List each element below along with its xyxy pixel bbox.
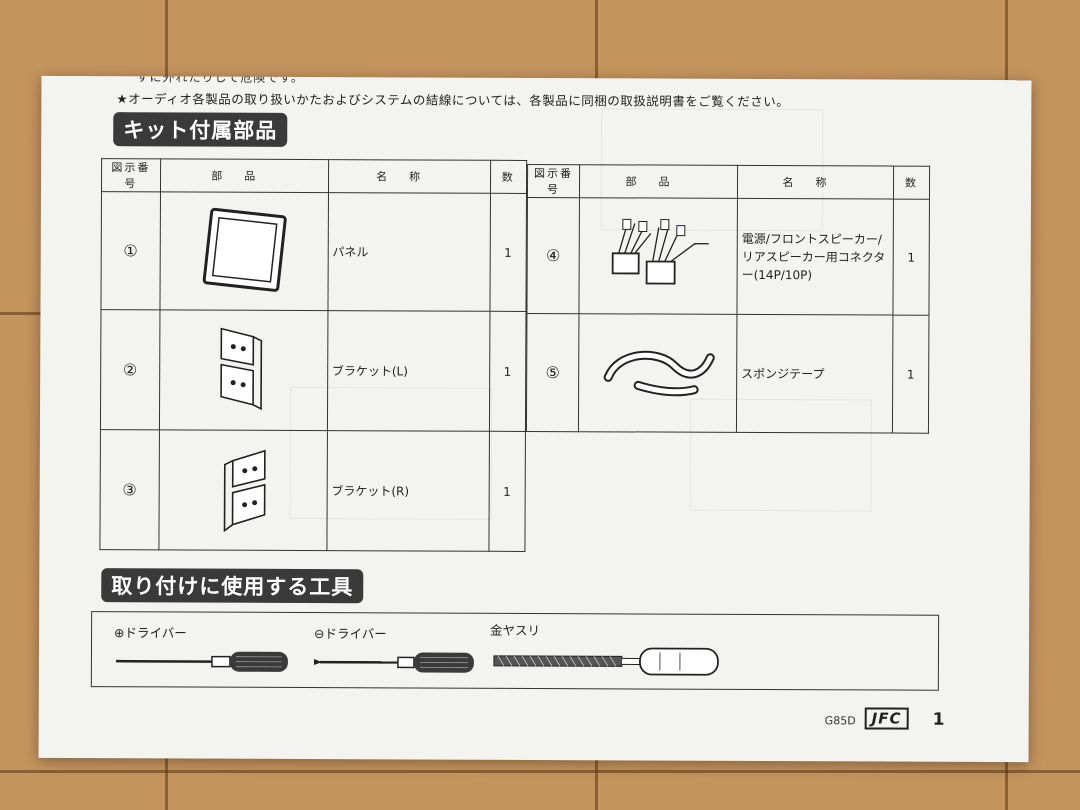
- bracket-right-icon: [223, 449, 266, 533]
- tools-heading: 取り付けに使用する工具: [101, 568, 364, 604]
- kit-parts-heading: キット付属部品: [113, 112, 288, 147]
- panel-frame-icon: [202, 207, 287, 292]
- table-row: ④ 電源/フロントスピーカー/リアスピーカー用コネクター(14P/10P) 1: [526, 197, 930, 316]
- header-fig-number: 図示番号: [527, 164, 580, 198]
- header-qty: 数: [893, 166, 930, 200]
- part-name: パネル: [327, 192, 491, 312]
- part-qty: 1: [488, 431, 526, 552]
- row-number: ③: [99, 429, 160, 550]
- table-row: ③ ブラケット(R) 1: [99, 429, 526, 552]
- sponge-tape-icon: [603, 350, 715, 397]
- phillips-screwdriver-icon: [115, 651, 288, 672]
- header-name: 名称: [328, 159, 491, 194]
- table-row: ② ブラケット(L) 1: [100, 309, 526, 432]
- header-part: 部品: [160, 158, 329, 193]
- row-number: ①: [100, 191, 161, 310]
- part-qty: 1: [892, 315, 929, 434]
- jfc-logo: JFC: [864, 707, 909, 730]
- row-number: ⑤: [526, 313, 579, 432]
- bracket-left-icon: [220, 327, 263, 411]
- parts-table-left: 図示番号 部品 名称 数 ① パネル 1 ②: [99, 158, 527, 552]
- tools-box: ⊕ドライバー ⊖ドライバー 金ヤスリ: [90, 611, 940, 691]
- row-number: ④: [526, 197, 580, 314]
- tool-label: 金ヤスリ: [490, 622, 541, 639]
- instruction-sheet: すに外れたりして危険です。 ★オーディオ各製品の取り扱いかたおよびシステムの結線…: [38, 75, 1032, 763]
- header-qty: 数: [490, 160, 527, 194]
- cutoff-text: すに外れたりして危険です。: [136, 76, 304, 85]
- part-name: ブラケット(L): [327, 310, 490, 432]
- header-name: 名称: [737, 165, 894, 200]
- connector-harness-icon: [611, 218, 709, 285]
- header-part: 部品: [579, 164, 738, 199]
- part-qty: 1: [488, 311, 526, 432]
- part-name: 電源/フロントスピーカー/リアスピーカー用コネクター(14P/10P): [736, 198, 894, 316]
- row-number: ②: [100, 309, 160, 430]
- table-row: ① パネル 1: [100, 191, 527, 312]
- tool-label: ⊖ドライバー: [314, 626, 387, 642]
- tool-label: ⊕ドライバー: [114, 625, 187, 641]
- metal-file-icon: [493, 647, 719, 676]
- header-fig-number: 図示番号: [101, 158, 161, 192]
- part-qty: 1: [489, 193, 527, 312]
- page-number: 1: [932, 709, 945, 730]
- part-name: スポンジテープ: [736, 314, 893, 434]
- model-code: G85D: [824, 714, 856, 728]
- parts-table-right: 図示番号 部品 名称 数 ④ 電源/フロントスピーカー/リアスピーカー用コネクタ: [526, 164, 930, 434]
- part-qty: 1: [892, 199, 930, 316]
- manual-note: ★オーディオ各製品の取り扱いかたおよびシステムの結線については、各製品に同梱の取…: [116, 91, 790, 110]
- flathead-screwdriver-icon: [313, 652, 474, 673]
- part-name: ブラケット(R): [326, 430, 489, 552]
- table-row: ⑤ スポンジテープ 1: [526, 313, 929, 434]
